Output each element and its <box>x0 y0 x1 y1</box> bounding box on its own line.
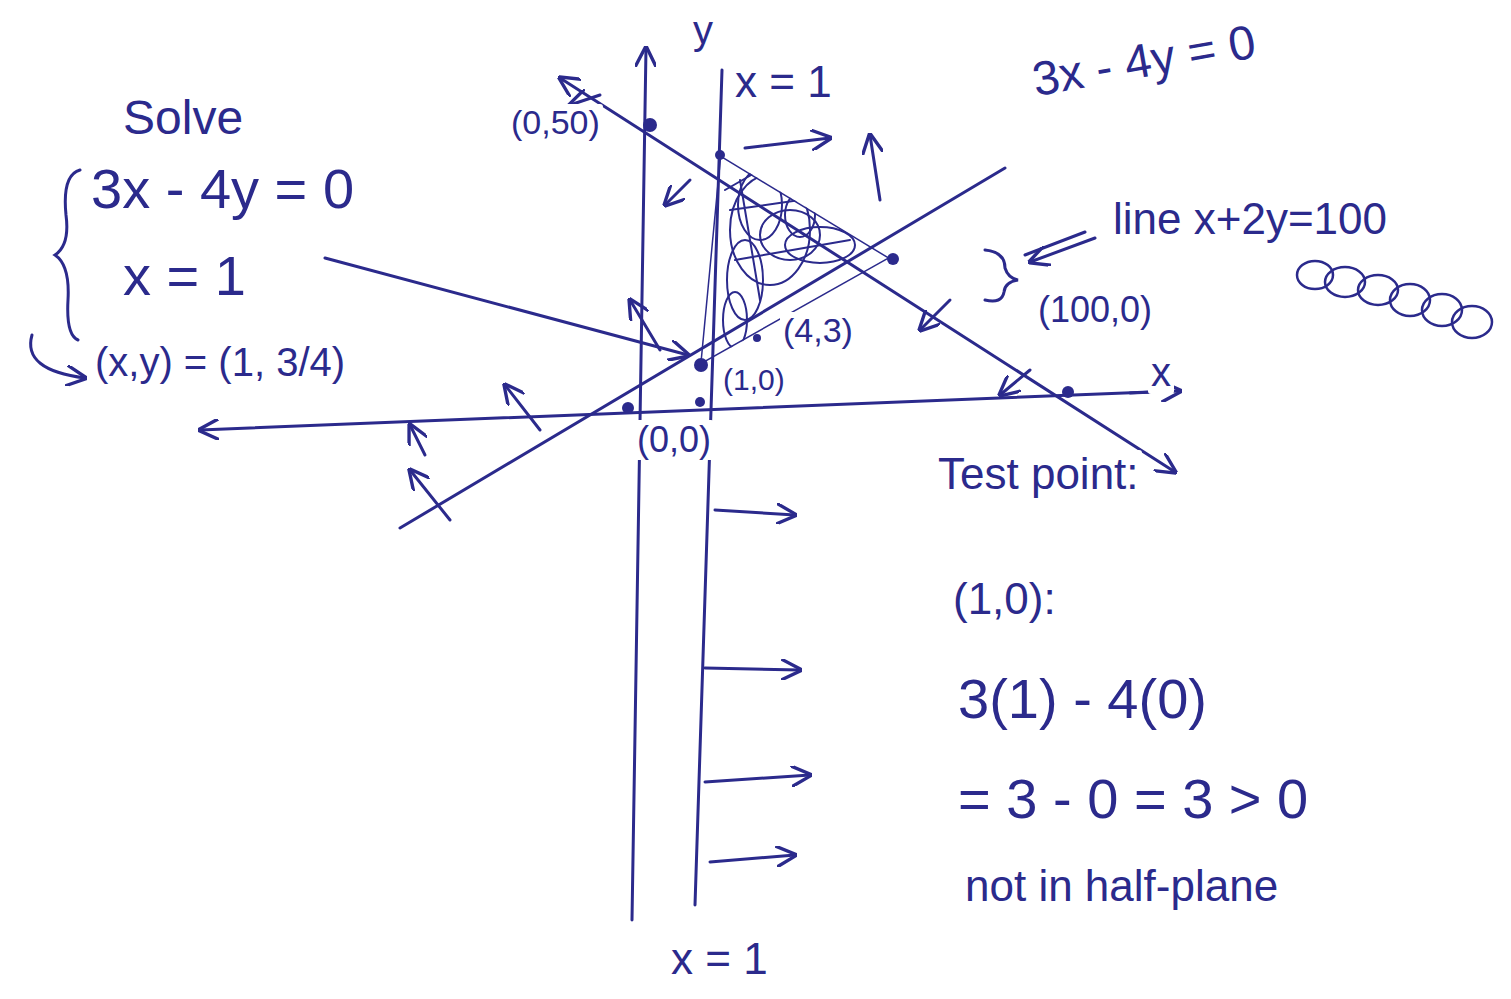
feasible-region-hatching <box>700 155 890 365</box>
line-pointer-second-stroke <box>1025 232 1085 255</box>
point-label: (1,0) <box>720 363 788 396</box>
line-label: line x+2y=100 <box>1110 195 1390 243</box>
heading-note: Solve <box>120 92 246 145</box>
calculation: = 3 - 0 = 3 > 0 <box>955 768 1311 830</box>
underline-scribble <box>1297 261 1492 338</box>
y-axis <box>632 48 646 920</box>
note: Test point: <box>935 450 1142 498</box>
point-label: (4,3) <box>780 312 856 349</box>
line-label: x = 1 <box>668 935 771 983</box>
solution: (x,y) = (1, 3/4) <box>92 340 348 384</box>
brace <box>985 250 1018 301</box>
line-x-2y-100 <box>560 78 1175 472</box>
note: (1,0): <box>950 575 1059 623</box>
line-label: 3x - 4y = 0 <box>1025 15 1262 107</box>
equation: x = 1 <box>120 245 249 307</box>
equation: 3x - 4y = 0 <box>88 158 357 220</box>
point-label: (100,0) <box>1035 290 1155 330</box>
line-label: x = 1 <box>732 58 835 106</box>
calculation: 3(1) - 4(0) <box>955 668 1210 730</box>
leader-arrow <box>325 258 688 355</box>
point-label: (0,50) <box>508 104 603 141</box>
note: not in half-plane <box>962 862 1281 910</box>
points <box>622 118 1074 414</box>
axis-label: y <box>690 8 716 52</box>
system-brace <box>55 170 80 340</box>
result-arrow <box>31 335 85 378</box>
axis-label: x <box>1148 350 1174 394</box>
point-label: (0,0) <box>634 420 714 460</box>
